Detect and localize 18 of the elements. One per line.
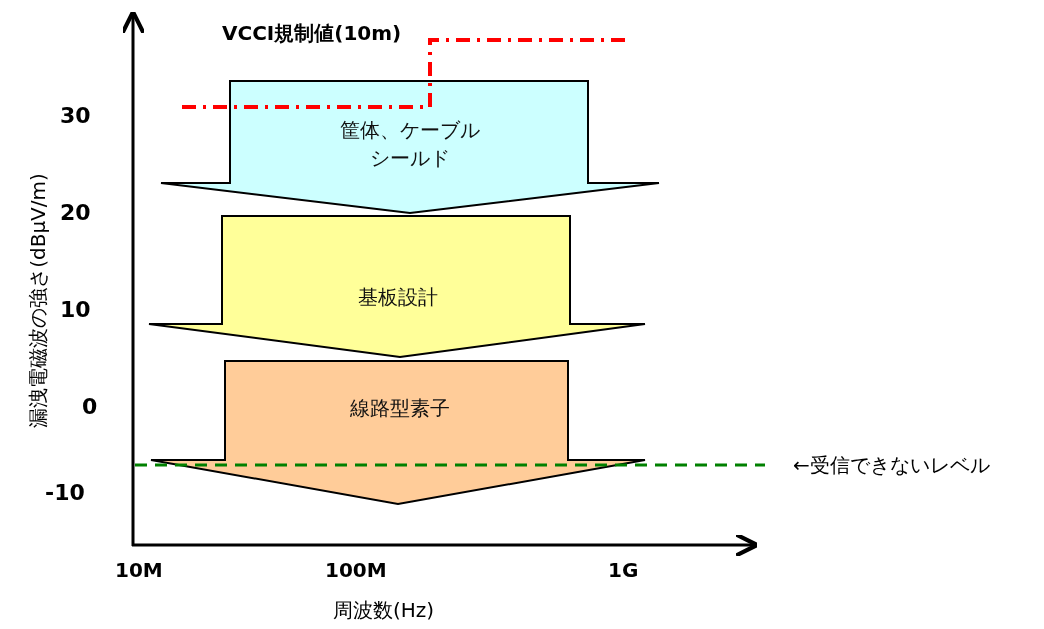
tick-label: 20 bbox=[60, 200, 91, 225]
axis-title: 周波数(Hz) bbox=[333, 597, 435, 624]
down-arrow-shape bbox=[148, 215, 646, 359]
down-arrow-shape bbox=[150, 360, 646, 506]
arrow-label: 基板設計 bbox=[357, 284, 439, 311]
limit-label: VCCI規制値(10m) bbox=[222, 20, 402, 47]
axis-title: 漏洩電磁波の強さ(dBμV/m) bbox=[24, 172, 51, 428]
tick-label: 1G bbox=[608, 558, 639, 582]
tick-label: 100M bbox=[325, 558, 387, 582]
arrow-label: 線路型素子 bbox=[349, 395, 451, 422]
arrow-label: 筐体、ケーブルシールド bbox=[339, 117, 481, 172]
tick-label: 0 bbox=[82, 394, 98, 419]
tick-label: 10M bbox=[115, 558, 163, 582]
note-text: ←受信できないレベル bbox=[793, 452, 990, 479]
tick-label: 10 bbox=[60, 297, 91, 322]
tick-label: 30 bbox=[60, 103, 91, 128]
tick-label: -10 bbox=[45, 480, 85, 505]
down-arrow-shape bbox=[160, 80, 660, 215]
